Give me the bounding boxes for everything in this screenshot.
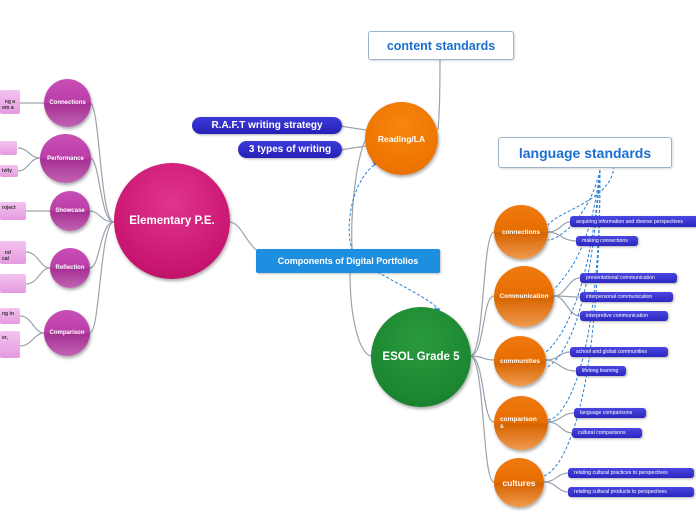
cultural-comparisons-item[interactable]: cultural comparisons — [572, 428, 642, 438]
esol-grade5-node[interactable]: ESOL Grade 5 — [371, 307, 471, 407]
interpretive-communication-text: interpretive communication — [586, 313, 648, 319]
elementary-pe-label: Elementary P.E. — [129, 215, 215, 227]
cultures-label: cultures — [502, 477, 536, 488]
comparison-node[interactable]: Comparison — [44, 310, 90, 356]
making-connections-item[interactable]: making connections — [576, 236, 638, 246]
comparison-leaf-1-text: ng in — [2, 311, 14, 317]
cultures-node[interactable]: cultures — [494, 458, 544, 507]
showcase-leaf-text: roject — [2, 205, 16, 211]
lifelong-learning-text: lifelong learning — [582, 368, 619, 374]
showcase-leaf[interactable]: roject — [0, 202, 26, 220]
connections-pe-node[interactable]: Connections — [44, 79, 91, 127]
interpretive-communication-item[interactable]: interpretive communication — [580, 311, 668, 321]
reflection-leaf-1[interactable]: nd cal — [0, 241, 26, 264]
types-of-writing-label: 3 types of writing — [248, 144, 332, 155]
language-comparisons-item[interactable]: language comparisons — [574, 408, 646, 418]
connections-leaf[interactable]: ng a om a — [0, 90, 20, 114]
elementary-pe-node[interactable]: Elementary P.E. — [114, 163, 230, 279]
presentational-communication-item[interactable]: presentational communication — [580, 273, 677, 283]
cultural-products-item[interactable]: relating cultural products to perspectiv… — [568, 487, 694, 497]
raft-writing-label: R.A.F.T writing strategy — [211, 120, 323, 131]
lifelong-learning-item[interactable]: lifelong learning — [576, 366, 626, 376]
connections-pe-label: Connections — [49, 100, 86, 106]
performance-leaf-1[interactable] — [0, 141, 17, 155]
types-of-writing-pill[interactable]: 3 types of writing — [238, 141, 342, 158]
cultural-practices-text: relating cultural practices to perspecti… — [574, 470, 668, 476]
comparisons-label: comparison s — [500, 416, 537, 430]
cultural-comparisons-text: cultural comparisons — [578, 430, 626, 436]
performance-leaf-2[interactable]: ivity — [0, 165, 18, 177]
school-global-communities-item[interactable]: school and global communities — [570, 347, 668, 357]
communities-node[interactable]: communities — [494, 336, 546, 386]
showcase-node[interactable]: Showcase — [50, 191, 90, 231]
content-standards-label: content standards — [386, 38, 496, 53]
cultural-practices-item[interactable]: relating cultural practices to perspecti… — [568, 468, 694, 478]
interpersonal-communication-text: interpersonal communication — [586, 294, 653, 300]
raft-writing-pill[interactable]: R.A.F.T writing strategy — [192, 117, 342, 134]
cultural-products-text: relating cultural products to perspectiv… — [574, 489, 667, 495]
connections-esol-node[interactable]: connections — [494, 205, 548, 259]
comparison-label: Comparison — [49, 330, 85, 336]
communication-node[interactable]: Communication — [494, 266, 554, 327]
presentational-communication-text: presentational communication — [586, 275, 655, 281]
language-standards-label: language standards — [518, 144, 652, 161]
central-topic[interactable]: Components of Digital Portfolios — [256, 249, 440, 273]
reflection-leaf-2[interactable] — [0, 274, 26, 293]
reading-la-label: Reading/LA — [377, 133, 426, 144]
school-global-communities-text: school and global communities — [576, 349, 647, 355]
central-topic-label: Components of Digital Portfolios — [277, 256, 419, 266]
connections-leaf-text: ng a om a — [2, 99, 16, 111]
esol-grade5-label: ESOL Grade 5 — [382, 351, 460, 363]
reading-la-node[interactable]: Reading/LA — [365, 102, 438, 175]
performance-node[interactable]: Performance — [40, 134, 91, 183]
making-connections-text: making connections — [582, 238, 628, 244]
interpersonal-communication-item[interactable]: interpersonal communication — [580, 292, 673, 302]
performance-leaf-2-text: ivity — [2, 168, 13, 174]
communities-label: communities — [499, 357, 541, 365]
performance-label: Performance — [47, 155, 84, 162]
comparison-leaf-1[interactable]: ng in — [0, 308, 20, 324]
comparison-leaf-2[interactable]: er, — [0, 331, 20, 358]
language-comparisons-text: language comparisons — [580, 410, 633, 416]
comparisons-node[interactable]: comparison s — [494, 396, 548, 450]
comparison-leaf-2-text: er, — [2, 335, 8, 341]
connections-esol-label: connections — [501, 228, 541, 236]
language-standards-box[interactable]: language standards — [498, 137, 672, 168]
reflection-node[interactable]: Reflection — [50, 248, 90, 288]
acquiring-information-text: acquiring information and diverse perspe… — [576, 218, 683, 225]
showcase-label: Showcase — [55, 208, 85, 214]
communication-label: Communication — [499, 293, 549, 300]
reflection-label: Reflection — [55, 265, 85, 271]
acquiring-information-item[interactable]: acquiring information and diverse perspe… — [570, 216, 696, 227]
content-standards-box[interactable]: content standards — [368, 31, 514, 60]
reflection-leaf-1-text: nd cal — [2, 250, 11, 262]
